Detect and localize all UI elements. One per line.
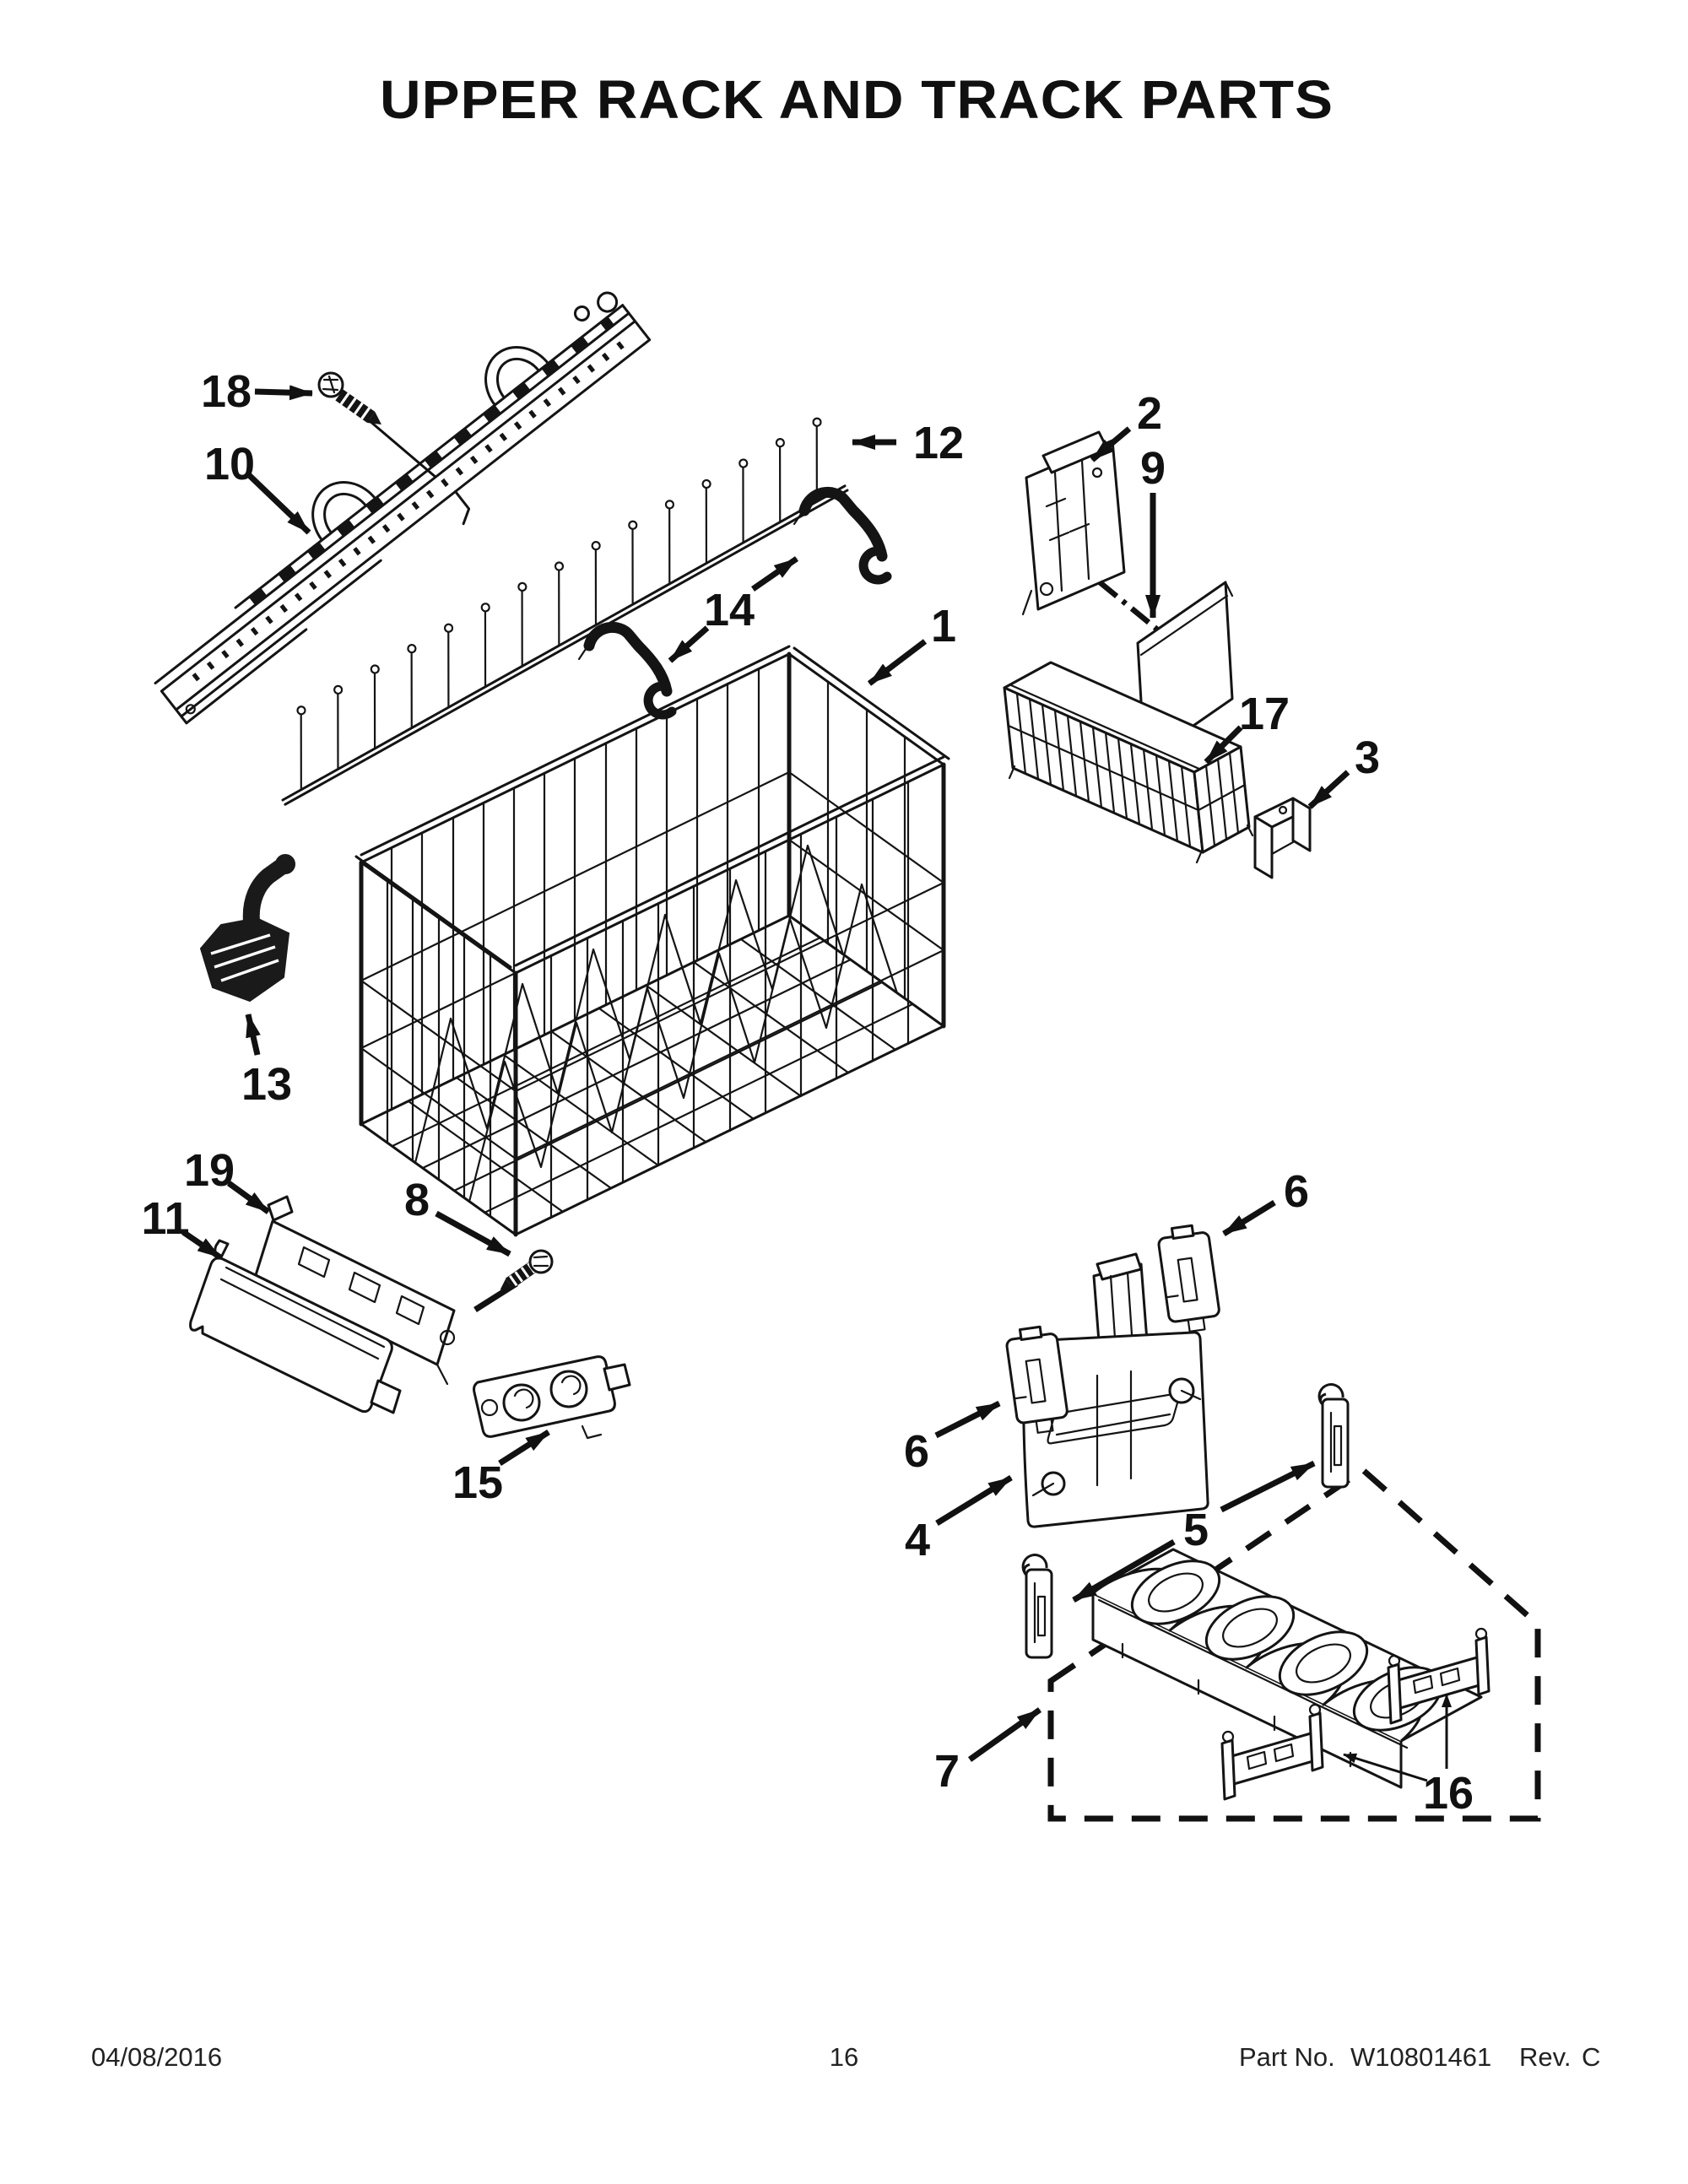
- leader-arrow-7: [967, 1707, 1042, 1762]
- leader-arrow-3: [1307, 770, 1350, 809]
- leader-arrow-14b: [668, 625, 710, 663]
- leader-arrow-18: [254, 385, 313, 401]
- callout-label-1: 1: [931, 601, 956, 651]
- callout-label-14: 14: [704, 585, 755, 635]
- callout-label-4: 4: [905, 1515, 930, 1565]
- callout-label-18: 18: [201, 366, 252, 417]
- part-positioner-clip-a: [1157, 1224, 1220, 1333]
- callout-label-2: 2: [1137, 388, 1162, 439]
- callout-label-11: 11: [141, 1193, 189, 1244]
- part-shelf-bracket-b: [1220, 1703, 1324, 1801]
- footer-part-no-label: Part No.: [1239, 2042, 1335, 2072]
- callout-label-7: 7: [934, 1746, 960, 1797]
- leader-arrow-10: [246, 472, 311, 535]
- leader-arrow-1: [867, 639, 928, 686]
- callout-label-8: 8: [404, 1175, 430, 1225]
- part-screw-8: [473, 1249, 554, 1312]
- page-footer: 04/08/2016 16 Part No. W10801461 Rev. C: [91, 2042, 1600, 2072]
- leader-arrow-6b: [934, 1400, 1001, 1439]
- callout-label-15: 15: [452, 1457, 503, 1508]
- part-screw-18: [317, 371, 437, 479]
- callout-label-3: 3: [1355, 733, 1380, 783]
- callout-label-9: 9: [1140, 443, 1166, 494]
- footer-page-number: 16: [830, 2042, 858, 2072]
- leader-arrow-16b: [1343, 1753, 1428, 1782]
- leader-arrow-13: [245, 1014, 261, 1056]
- part-upper-rack: [354, 645, 950, 1237]
- part-hook-clip-b: [577, 622, 677, 720]
- part-tine-row: [281, 417, 849, 806]
- leader-arrow-5b: [1072, 1538, 1176, 1603]
- leader-arrow-11: [181, 1230, 222, 1260]
- leader-arrow-15: [498, 1430, 550, 1466]
- leader-arrow-6a: [1222, 1200, 1276, 1236]
- callout-label-16: 16: [1423, 1768, 1474, 1819]
- screw18-pointer-line: [368, 419, 437, 479]
- part-mounting-bracket: [1021, 430, 1177, 646]
- callout-label-19: 19: [184, 1145, 235, 1196]
- callout-label-6b: 6: [904, 1426, 929, 1477]
- part-end-cap-clip: [1253, 797, 1312, 879]
- hinge-dash-line: [1097, 580, 1177, 646]
- callout-label-12: 12: [913, 418, 964, 468]
- footer-rev-label: Rev.: [1519, 2042, 1571, 2072]
- part-rack-adjuster: [1022, 1252, 1209, 1528]
- part-bracket-19: [254, 1195, 456, 1386]
- callout-label-13: 13: [241, 1059, 292, 1110]
- part-cup-shelf: [1091, 1548, 1483, 1789]
- leader-arrow-14a: [751, 556, 798, 592]
- leader-arrow-5a: [1220, 1460, 1316, 1513]
- part-small-basket: [1003, 661, 1254, 864]
- part-handle: [189, 1239, 402, 1414]
- part-latch-plate: [473, 1355, 631, 1440]
- part-shelf-bracket-a: [1387, 1627, 1491, 1725]
- part-track-rail: [154, 291, 652, 725]
- footer-part-number: W10801461: [1350, 2042, 1491, 2072]
- callout-label-5: 5: [1183, 1505, 1209, 1555]
- part-spray-bracket: [199, 854, 295, 1003]
- part-slide-clip-b: [1021, 1554, 1053, 1659]
- footer-rev-value: C: [1582, 2042, 1600, 2072]
- callout-label-6a: 6: [1284, 1166, 1309, 1217]
- leader-arrow-19: [226, 1181, 271, 1214]
- leader-arrow-2: [1090, 426, 1132, 462]
- part-positioner-clip-b: [1005, 1325, 1069, 1434]
- footer-date: 04/08/2016: [91, 2042, 222, 2072]
- callout-label-17: 17: [1239, 689, 1290, 739]
- callout-labels: 18 10 12 14 2 9 1 17 3 13 19 11 8 15 6 6…: [141, 366, 1474, 1819]
- leader-arrow-4: [935, 1475, 1013, 1526]
- part-hook-clip-a: [793, 487, 892, 585]
- part-slide-clip-a: [1317, 1383, 1350, 1489]
- leader-arrow-17: [1204, 725, 1243, 765]
- leader-arrow-8: [435, 1210, 511, 1257]
- leader-arrows: [181, 385, 1452, 1782]
- page-title: UPPER RACK AND TRACK PARTS: [380, 69, 1334, 130]
- callout-label-10: 10: [204, 439, 255, 489]
